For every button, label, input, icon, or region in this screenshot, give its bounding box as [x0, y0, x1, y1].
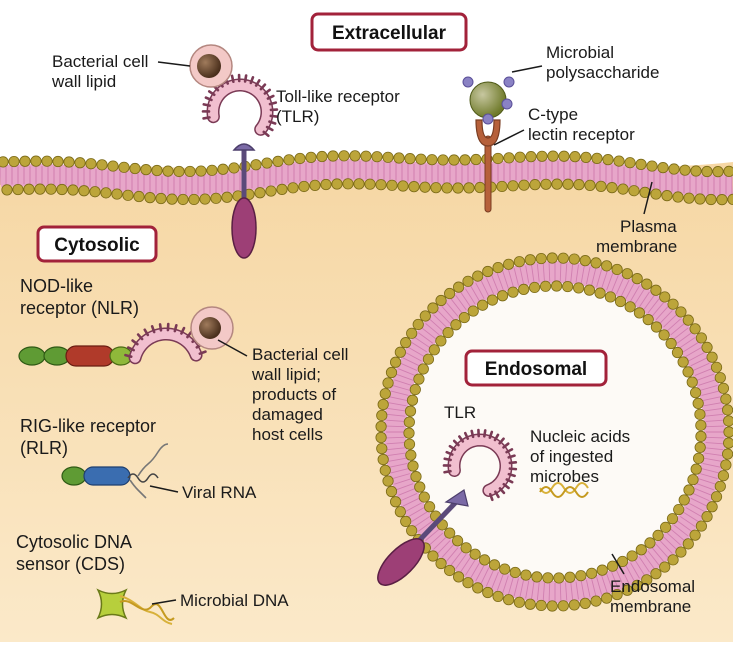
endosomal-membrane-label: Endosomal membrane	[610, 577, 700, 616]
microbial-polysaccharide-icon	[470, 82, 506, 118]
cds-icon	[98, 590, 126, 618]
endosomal-tlr-label: TLR	[444, 403, 476, 422]
c-type-lectin-label: C-type lectin receptor	[528, 105, 635, 144]
cytosolic-box: Cytosolic	[38, 227, 156, 261]
tlr-label: Toll-like receptor (TLR)	[276, 87, 405, 126]
endosomal-box: Endosomal	[466, 351, 606, 385]
microbial-dna-label: Microbial DNA	[180, 591, 289, 610]
extracellular-box: Extracellular	[312, 14, 466, 50]
extracellular-title: Extracellular	[332, 23, 447, 44]
bacterial-lipid-icon	[197, 54, 221, 78]
tlr-cytoplasmic-domain	[232, 198, 256, 258]
endosomal-title: Endosomal	[485, 359, 587, 380]
tlr-anchor	[234, 144, 254, 150]
viral-rna-label: Viral RNA	[182, 483, 257, 502]
bacterial-lipid-label: Bacterial cell wall lipid	[51, 52, 153, 91]
microbial-polysaccharide-label: Microbial polysaccharide	[546, 43, 659, 82]
cytosolic-title: Cytosolic	[54, 235, 140, 256]
nlr-ligand-icon	[199, 317, 221, 339]
